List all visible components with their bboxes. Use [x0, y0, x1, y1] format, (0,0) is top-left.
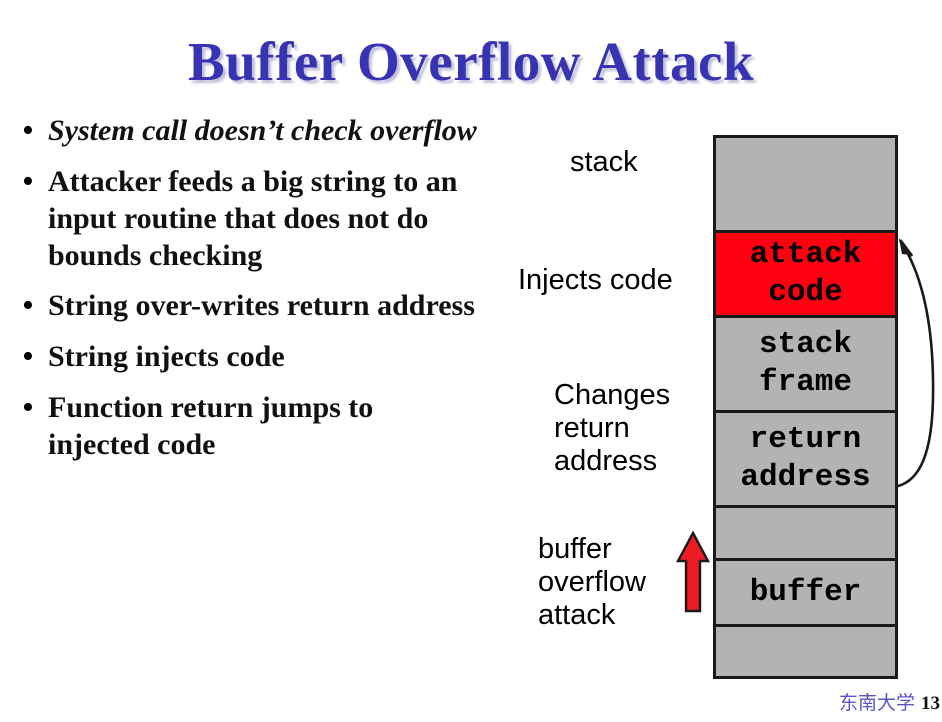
- bullet-text: System call doesn’t check overflow: [48, 114, 477, 147]
- stack-row-empty-middle: [716, 505, 895, 558]
- footer-page-number: 13: [921, 693, 940, 714]
- bullet-marker-icon: •: [22, 163, 34, 200]
- diagram-label-injects-code: Injects code: [518, 264, 673, 296]
- list-item: • Function return jumps to injected code: [8, 389, 508, 463]
- bullet-text: String over-writes return address: [48, 289, 475, 322]
- bullet-marker-icon: •: [22, 287, 34, 324]
- diagram-label-stack: stack: [570, 146, 638, 178]
- footer-organization: 东南大学: [838, 692, 915, 714]
- bullet-marker-icon: •: [22, 112, 34, 149]
- bullet-marker-icon: •: [22, 338, 34, 375]
- stack-row-attack-code: attack code: [716, 230, 895, 315]
- bullet-marker-icon: •: [22, 389, 34, 426]
- diagram-label-changes-return-address: Changes return address: [554, 379, 671, 477]
- bullet-list: • System call doesn’t check overflow • A…: [8, 112, 508, 476]
- diagram-label-buffer-overflow-attack: buffer overflow attack: [538, 533, 646, 631]
- list-item: • String injects code: [8, 338, 508, 376]
- slide-footer: 东南大学 13: [800, 688, 940, 715]
- list-item: • Attacker feeds a big string to an inpu…: [8, 163, 508, 274]
- stack-row-buffer: buffer: [716, 558, 895, 624]
- stack-row-empty-bottom: [716, 624, 895, 676]
- page-title: Buffer Overflow Attack: [188, 31, 754, 92]
- stack-row-stack-frame: stack frame: [716, 315, 895, 410]
- curved-return-jump-arrow-icon: [896, 238, 935, 488]
- bullet-text: Function return jumps to injected code: [48, 391, 374, 461]
- red-up-arrow-icon: [675, 530, 711, 613]
- list-item: • System call doesn’t check overflow: [8, 112, 508, 150]
- bullet-text: String injects code: [48, 340, 285, 373]
- stack-row-return-address: return address: [716, 410, 895, 505]
- stack-diagram: attack code stack frame return address b…: [713, 135, 898, 679]
- list-item: • String over-writes return address: [8, 287, 508, 325]
- bullet-text: Attacker feeds a big string to an input …: [48, 165, 458, 272]
- stack-row-empty-top: [716, 138, 895, 230]
